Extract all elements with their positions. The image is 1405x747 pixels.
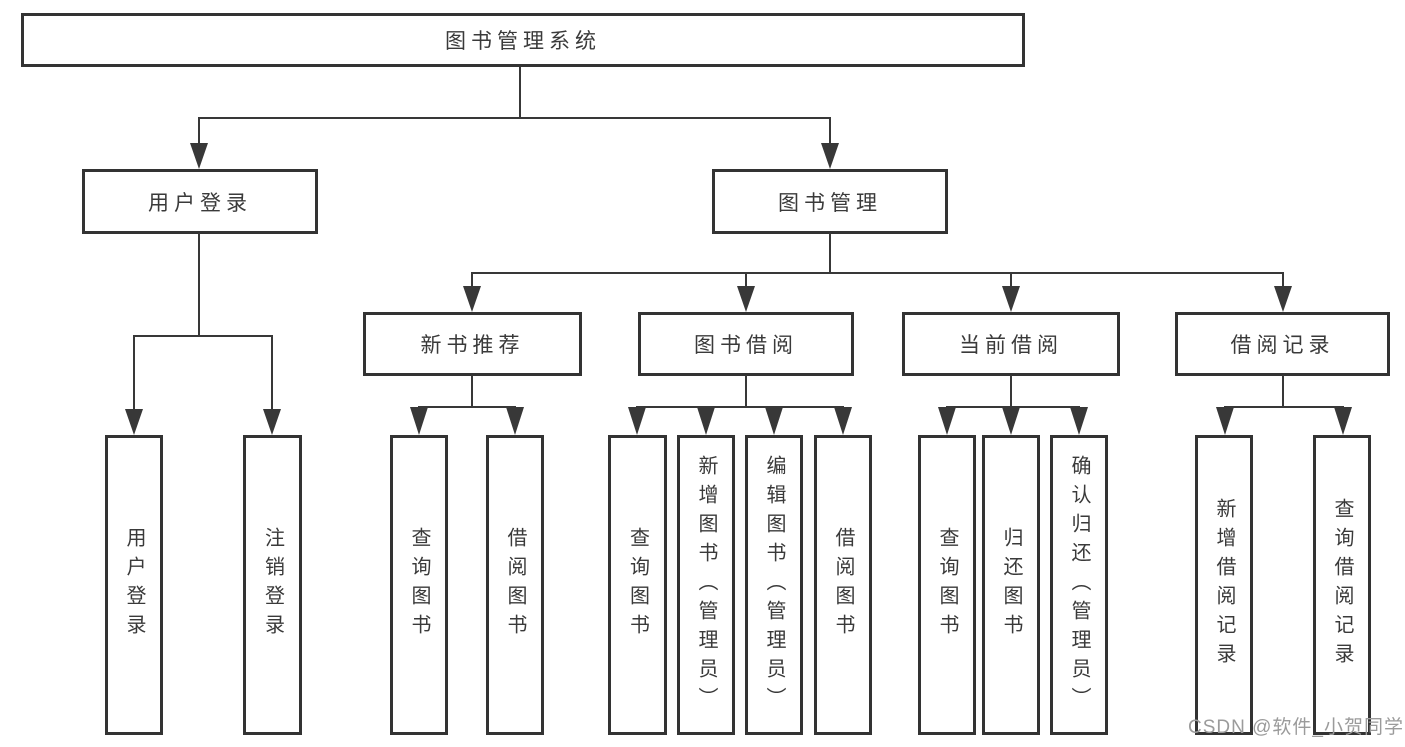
- node-leaf-return-book: 归还图书: [982, 435, 1040, 735]
- connector-vline: [519, 67, 521, 118]
- connector-vline: [1282, 375, 1284, 408]
- node-current-borrow: 当前借阅: [902, 312, 1120, 376]
- node-leaf-borrow-books-2: 借阅图书: [814, 435, 872, 735]
- connector-vline: [133, 335, 135, 412]
- node-leaf-query-books-borrow: 查询图书: [608, 435, 667, 735]
- arrow-down-icon: [821, 143, 839, 169]
- arrow-down-icon: [938, 407, 956, 435]
- node-leaf-add-book-admin: 新增图书（管理员）: [677, 435, 735, 735]
- node-leaf-logout: 注销登录: [243, 435, 302, 735]
- node-leaf-add-borrow-record: 新增借阅记录: [1195, 435, 1253, 735]
- arrow-down-icon: [765, 407, 783, 435]
- connector-vline: [829, 117, 831, 145]
- connector-vline: [829, 233, 831, 273]
- connector-vline: [1010, 375, 1012, 408]
- connector-hline: [471, 272, 1284, 274]
- node-leaf-edit-book-admin: 编辑图书（管理员）: [745, 435, 803, 735]
- connector-vline: [198, 117, 200, 145]
- connector-vline: [471, 375, 473, 408]
- node-leaf-query-books-recommend: 查询图书: [390, 435, 448, 735]
- node-borrow-records: 借阅记录: [1175, 312, 1390, 376]
- connector-hline: [418, 406, 516, 408]
- node-leaf-confirm-return-admin: 确认归还（管理员）: [1050, 435, 1108, 735]
- arrow-down-icon: [1002, 286, 1020, 312]
- connector-vline: [745, 272, 747, 288]
- node-leaf-user-login: 用户登录: [105, 435, 163, 735]
- node-new-book-recommend: 新书推荐: [363, 312, 582, 376]
- arrow-down-icon: [506, 407, 524, 435]
- arrow-down-icon: [737, 286, 755, 312]
- connector-vline: [271, 335, 273, 412]
- node-book-borrow: 图书借阅: [638, 312, 854, 376]
- node-leaf-query-books-current: 查询图书: [918, 435, 976, 735]
- arrow-down-icon: [628, 407, 646, 435]
- arrow-down-icon: [1070, 407, 1088, 435]
- node-leaf-borrow-books-recommend: 借阅图书: [486, 435, 544, 735]
- arrow-down-icon: [834, 407, 852, 435]
- connector-hline: [1224, 406, 1344, 408]
- node-user-login: 用户登录: [82, 169, 318, 234]
- node-system-root: 图书管理系统: [21, 13, 1025, 67]
- connector-vline: [198, 233, 200, 336]
- arrow-down-icon: [190, 143, 208, 169]
- connector-hline: [133, 335, 273, 337]
- connector-vline: [745, 375, 747, 408]
- connector-vline: [471, 272, 473, 288]
- arrow-down-icon: [1002, 407, 1020, 435]
- watermark: CSDN @软件_小贺同学: [1188, 717, 1404, 738]
- arrow-down-icon: [410, 407, 428, 435]
- arrow-down-icon: [1216, 407, 1234, 435]
- node-book-management: 图书管理: [712, 169, 948, 234]
- connector-vline: [1282, 272, 1284, 288]
- connector-vline: [1010, 272, 1012, 288]
- connector-hline: [636, 406, 844, 408]
- arrow-down-icon: [1334, 407, 1352, 435]
- arrow-down-icon: [463, 286, 481, 312]
- arrow-down-icon: [263, 409, 281, 435]
- arrow-down-icon: [125, 409, 143, 435]
- arrow-down-icon: [1274, 286, 1292, 312]
- arrow-down-icon: [697, 407, 715, 435]
- connector-hline: [198, 117, 831, 119]
- node-leaf-query-borrow-record: 查询借阅记录: [1313, 435, 1371, 735]
